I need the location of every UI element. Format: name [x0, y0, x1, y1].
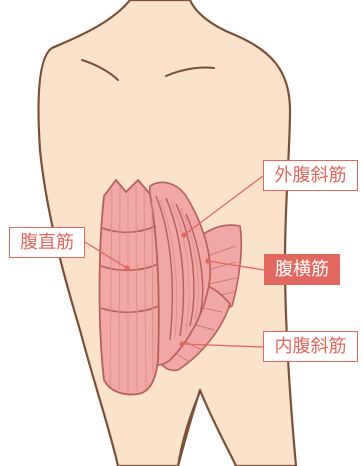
label-transverse-abdominis: 腹横筋 — [264, 254, 340, 285]
label-rectus-abdominis: 腹直筋 — [9, 227, 85, 258]
label-internal-oblique: 内腹斜筋 — [263, 331, 358, 362]
label-external-oblique: 外腹斜筋 — [263, 160, 358, 191]
rectus-abdominis-muscle — [100, 180, 160, 394]
